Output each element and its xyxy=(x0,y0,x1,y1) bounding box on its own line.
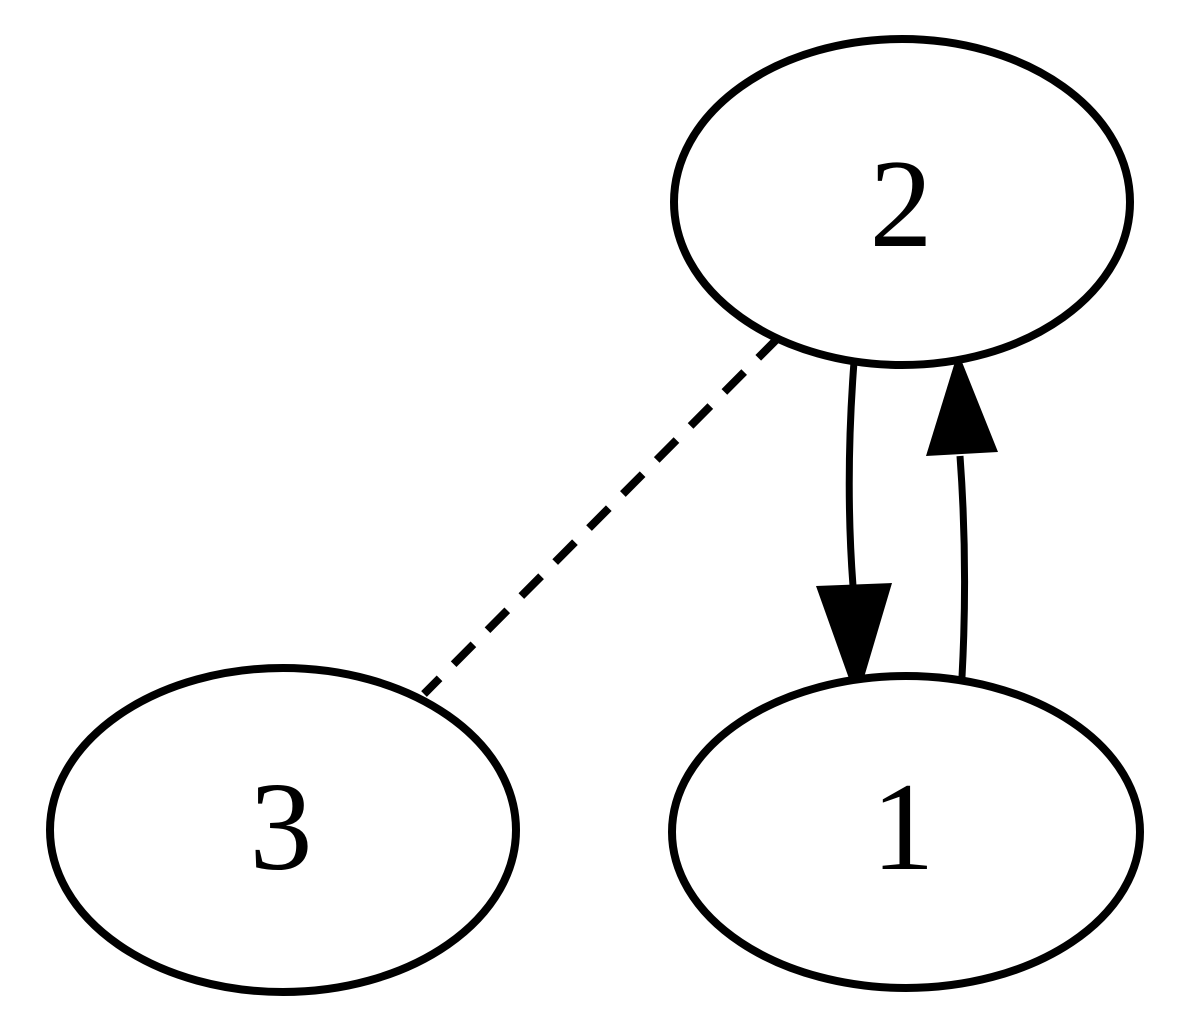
node-1-ellipse xyxy=(668,672,1144,992)
node-2-label: 2 xyxy=(870,135,933,274)
node-3-label: 3 xyxy=(250,758,313,897)
edge-2-3-dashed xyxy=(421,335,781,697)
node-3-ellipse xyxy=(46,664,520,996)
node-1-label: 1 xyxy=(872,758,935,897)
edge-1-2-line xyxy=(956,455,969,678)
node-2-ellipse xyxy=(670,35,1134,369)
edge-2-1-line xyxy=(845,361,858,587)
edge-1-2-arrowhead xyxy=(926,352,998,456)
edge-2-1-arrowhead xyxy=(816,583,892,701)
